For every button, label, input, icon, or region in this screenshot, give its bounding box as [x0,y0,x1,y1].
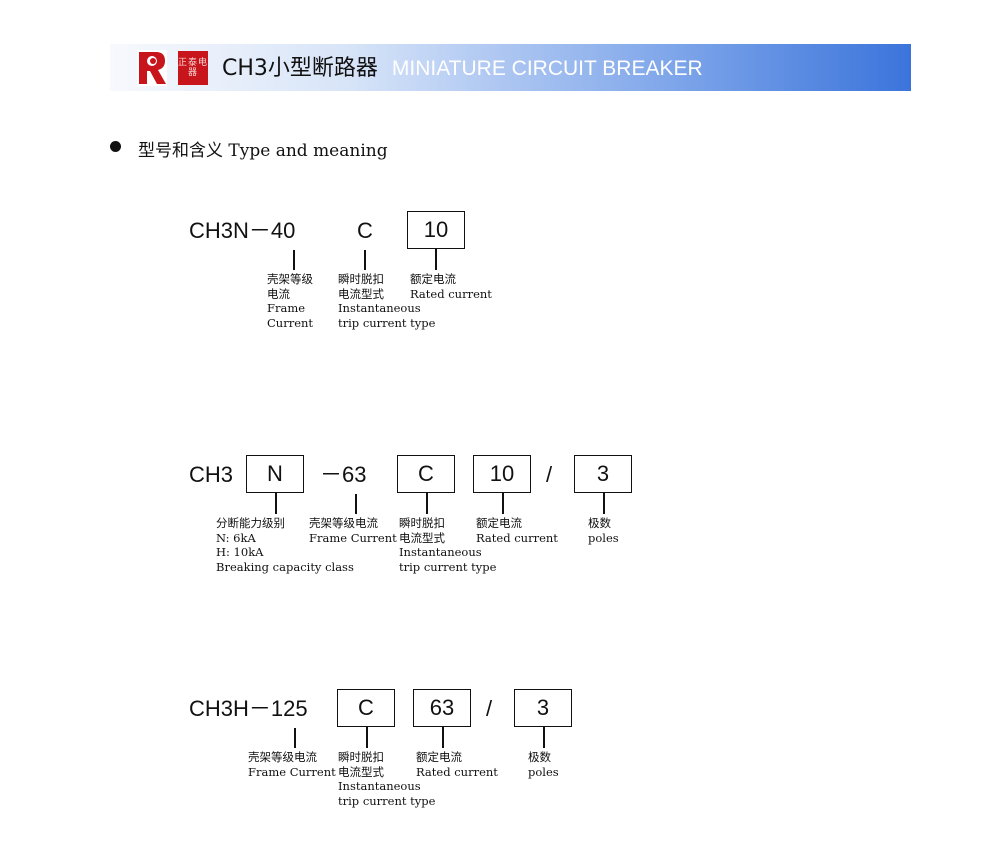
model1-rated-label: 额定电流 Rated current [410,272,492,301]
model3-rated-connector [442,727,444,748]
brand-seal-logo: 正泰电器 [178,51,208,85]
model2-trip-connector [426,493,428,514]
model3-frame-label: 壳架等级电流 Frame Current [248,750,336,779]
model2-trip-label: 瞬时脱扣 电流型式 Instantaneous trip current typ… [399,516,497,574]
model2-slash: / [546,462,553,487]
model2-frame-connector [355,494,357,514]
model2-breaking-box: N [246,455,304,493]
title-chinese: CH3小型断路器 [222,56,378,81]
brand-logo-icon [137,50,167,86]
model2-breaking-connector [275,493,277,514]
model1-prefix: CH3N－40 [189,218,296,243]
model3-slash: / [486,696,493,721]
page-title: CH3小型断路器 MINIATURE CIRCUIT BREAKER [222,56,703,82]
model2-rated-current: 10 [489,461,515,486]
model3-trip-type-box: C [337,689,395,727]
model2-rated-label: 额定电流 Rated current [476,516,558,545]
model3-trip-label: 瞬时脱扣 电流型式 Instantaneous trip current typ… [338,750,436,808]
model1-frame-label: 壳架等级 电流 Frame Current [267,272,314,330]
model2-rated-connector [502,493,504,514]
header-banner [110,44,911,91]
model2-poles: 3 [596,461,610,486]
model2-frame: －63 [320,462,367,487]
model3-rated-current-box: 63 [413,689,471,727]
model1-trip-type: C [357,218,373,243]
model3-rated-current: 63 [429,695,455,720]
model1-rated-connector [435,249,437,270]
model3-trip-type: C [358,695,374,720]
model3-frame-connector [294,728,296,748]
model2-breaking: N [267,461,283,486]
model3-poles: 3 [536,695,550,720]
model3-poles-connector [543,727,545,748]
model3-poles-label: 极数 poles [528,750,559,779]
model2-rated-current-box: 10 [473,455,531,493]
model3-rated-label: 额定电流 Rated current [416,750,498,779]
model2-trip-type-box: C [397,455,455,493]
model1-rated-current-box: 10 [407,211,465,249]
model2-poles-box: 3 [574,455,632,493]
bullet-icon [110,141,121,152]
model2-poles-label: 极数 poles [588,516,619,545]
model2-poles-connector [603,493,605,514]
model3-prefix: CH3H－125 [189,696,308,721]
model3-trip-connector [366,727,368,748]
model1-trip-label: 瞬时脱扣 电流型式 Instantaneous trip current typ… [338,272,436,330]
model2-prefix: CH3 [189,462,234,487]
model1-trip-connector [364,250,366,270]
model2-trip-type: C [418,461,434,486]
brand-seal-text: 正泰电器 [178,58,208,78]
section-heading: 型号和含义 Type and meaning [138,141,388,161]
title-english: MINIATURE CIRCUIT BREAKER [391,57,703,80]
model2-breaking-label: 分断能力级别 N: 6kA H: 10kA Breaking capacity … [216,516,354,574]
model2-frame-label: 壳架等级电流 Frame Current [309,516,397,545]
model1-frame-connector [293,250,295,270]
model3-poles-box: 3 [514,689,572,727]
model1-rated-current: 10 [423,217,449,242]
